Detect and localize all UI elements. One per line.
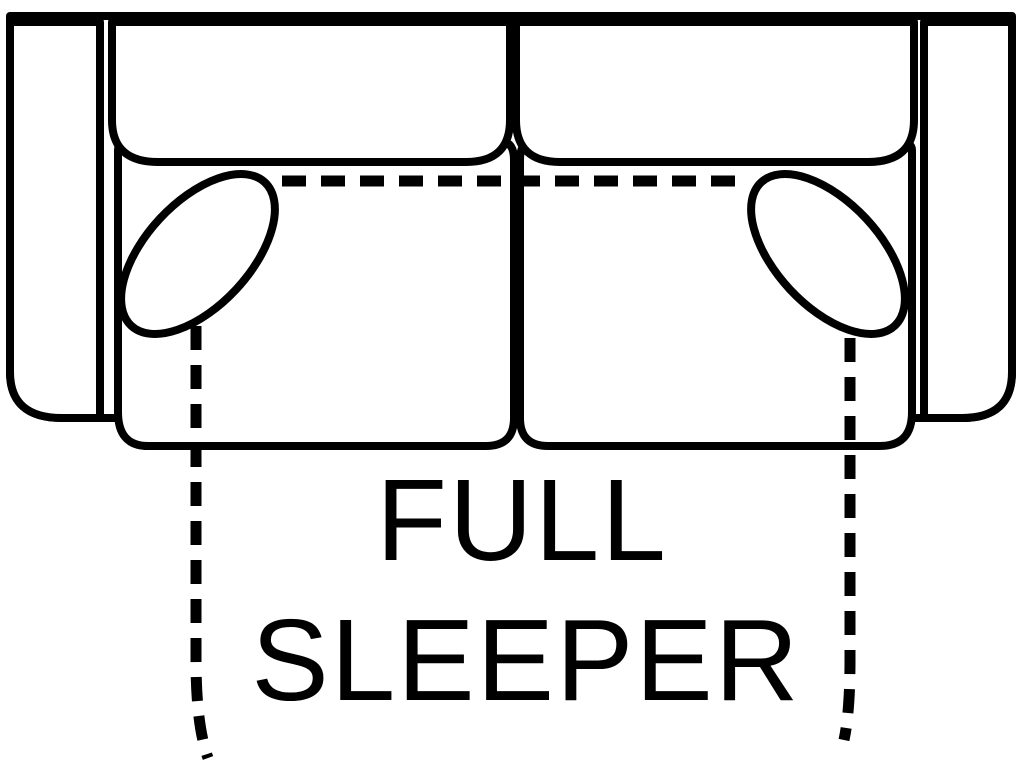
back-cushion-left (108, 18, 514, 166)
throw-pillow-right (747, 170, 909, 338)
back-cushion-right (512, 18, 918, 166)
sleeper-right-edge (838, 338, 856, 742)
right-arm (920, 18, 1016, 422)
label-line-2: SLEEPER (251, 595, 800, 725)
throw-pillow-left (117, 170, 279, 338)
label-line-1: FULL (376, 455, 668, 585)
left-arm (6, 18, 104, 422)
